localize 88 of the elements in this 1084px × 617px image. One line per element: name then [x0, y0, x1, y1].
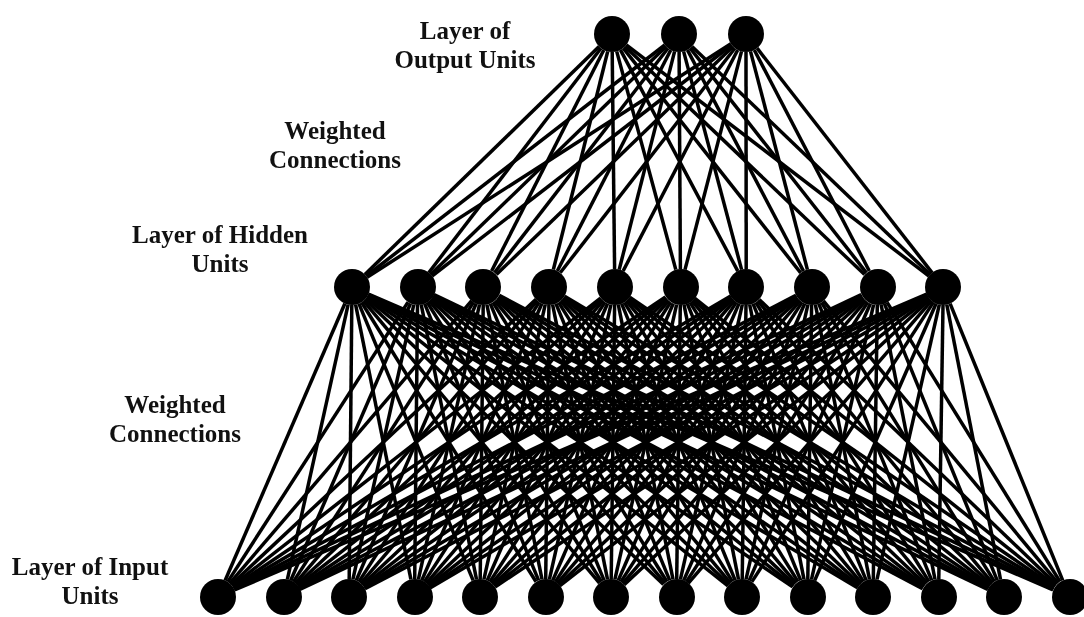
connection-line	[363, 45, 601, 276]
connection-line	[231, 296, 602, 588]
unit-circle	[331, 579, 367, 615]
connection-line	[610, 52, 617, 269]
connection-line	[740, 304, 748, 580]
unit-circle	[531, 269, 568, 305]
layer-label: Layer of Output Units	[393, 16, 537, 74]
connection-line	[295, 298, 603, 586]
unit-circle	[265, 579, 302, 615]
connections-label: Weighted Connections	[108, 390, 242, 448]
connection-line	[429, 45, 668, 276]
unit-circle	[925, 269, 962, 305]
unit-circle	[465, 269, 502, 305]
connection-line	[412, 305, 420, 579]
unit-circle	[396, 579, 433, 615]
connection-line	[623, 45, 866, 276]
connection-line	[806, 304, 814, 580]
connection-line	[229, 298, 538, 586]
connection-line	[752, 49, 871, 272]
connection-line	[688, 47, 868, 274]
connection-line	[490, 49, 606, 272]
layer-label: Layer of Input Units	[10, 552, 170, 610]
connection-line	[627, 296, 991, 588]
connection-line	[555, 49, 673, 272]
connection-line	[296, 296, 668, 588]
connection-line	[693, 296, 1057, 588]
connection-line	[819, 301, 996, 583]
unit-circle	[527, 579, 564, 615]
unit-circle	[728, 16, 764, 52]
unit-circle	[593, 579, 629, 615]
connection-line	[365, 43, 666, 278]
unit-circle	[399, 269, 436, 305]
connection-line	[692, 298, 993, 586]
connection-line	[291, 301, 476, 583]
connection-line	[289, 302, 413, 582]
connection-line	[937, 304, 945, 580]
unit-circle	[793, 269, 830, 305]
unit-circle	[200, 579, 236, 615]
connection-line	[226, 301, 410, 583]
connection-line	[685, 49, 806, 272]
connection-line	[822, 299, 1060, 585]
unit-circle	[724, 579, 760, 615]
connection-line	[677, 52, 683, 269]
connection-line	[293, 299, 539, 585]
connection-line	[427, 47, 603, 274]
connection-line	[347, 305, 354, 579]
connection-line	[748, 50, 810, 271]
connection-line	[228, 299, 474, 585]
unit-circle	[859, 269, 896, 305]
unit-circle	[662, 269, 699, 305]
layer-label: Layer of Hidden Units	[131, 220, 309, 278]
connection-line	[551, 51, 610, 270]
connection-line	[871, 304, 880, 580]
connection-line	[493, 47, 670, 274]
connection-line	[558, 47, 737, 274]
unit-circle	[462, 579, 498, 615]
connection-line	[430, 43, 733, 278]
unit-circle	[920, 579, 957, 615]
connection-line	[674, 304, 683, 580]
unit-circle	[661, 16, 697, 52]
unit-circle	[594, 16, 630, 52]
connection-line	[366, 42, 732, 279]
unit-circle	[855, 579, 891, 615]
connection-line	[948, 303, 1065, 581]
connection-line	[882, 303, 999, 581]
unit-circle	[596, 269, 633, 305]
unit-circle	[986, 579, 1022, 615]
connection-line	[285, 304, 350, 580]
connection-line	[223, 302, 347, 582]
connection-line	[744, 52, 748, 269]
connection-line	[945, 304, 1003, 580]
connection-line	[478, 305, 485, 579]
unit-circle	[1051, 579, 1084, 615]
connection-line	[609, 304, 617, 580]
unit-circle	[789, 579, 826, 615]
unit-circle	[728, 269, 765, 305]
connection-line	[543, 305, 551, 579]
connection-line	[755, 47, 934, 274]
unit-circle	[334, 269, 370, 305]
connection-line	[758, 298, 1058, 586]
unit-circle	[658, 579, 695, 615]
connection-line	[756, 299, 994, 585]
connection-line	[625, 43, 931, 278]
connection-line	[621, 47, 803, 274]
connections-label: Weighted Connections	[268, 116, 402, 174]
connection-line	[495, 45, 735, 276]
connection-line	[690, 45, 932, 276]
connection-line	[885, 301, 1062, 583]
